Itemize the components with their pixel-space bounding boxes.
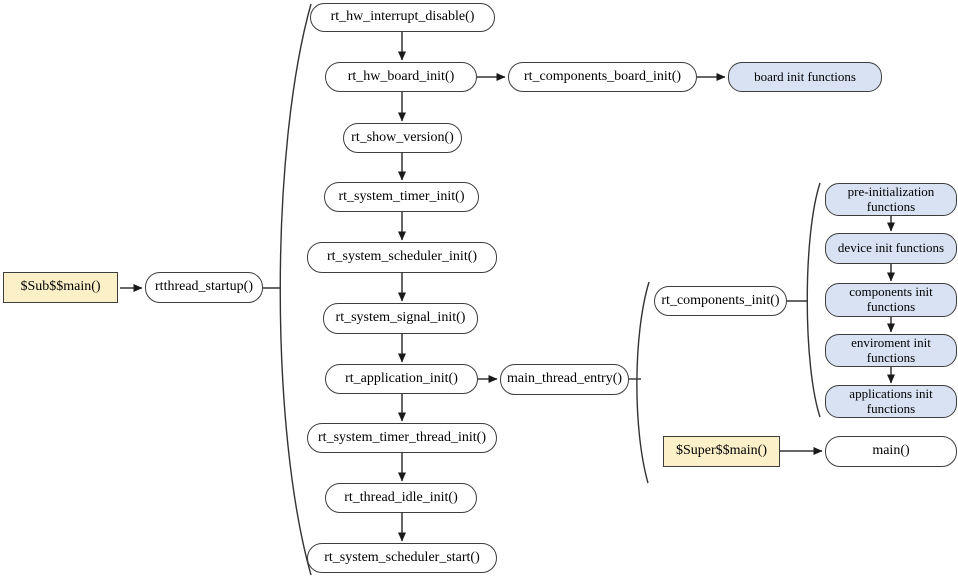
node-sub-main: $Sub$$main() xyxy=(3,272,118,303)
node-rt-system-scheduler-start: rt_system_scheduler_start() xyxy=(307,543,497,573)
node-rt-show-version: rt_show_version() xyxy=(343,123,462,153)
node-super-main: $Super$$main() xyxy=(663,436,780,467)
node-pre-initialization-functions: pre-initialization functions xyxy=(825,183,957,216)
brace-init-group xyxy=(806,182,821,418)
node-rt-system-signal-init: rt_system_signal_init() xyxy=(323,303,478,334)
node-main: main() xyxy=(825,436,957,467)
node-rt-thread-idle-init: rt_thread_idle_init() xyxy=(325,483,477,513)
node-board-init-functions: board init functions xyxy=(728,62,882,92)
node-rt-hw-interrupt-disable: rt_hw_interrupt_disable() xyxy=(310,3,495,32)
node-applications-init-functions: applications init functions xyxy=(825,385,957,418)
brace-startup-chain xyxy=(279,3,312,576)
node-rt-hw-board-init: rt_hw_board_init() xyxy=(325,62,477,92)
node-main-thread-entry: main_thread_entry() xyxy=(500,364,629,395)
node-rtthread-startup: rtthread_startup() xyxy=(145,272,263,303)
node-rt-system-timer-init: rt_system_timer_init() xyxy=(324,182,479,212)
node-rt-system-scheduler-init: rt_system_scheduler_init() xyxy=(307,242,497,273)
node-device-init-functions: device init functions xyxy=(825,233,957,264)
brace-main-thread-group xyxy=(636,281,650,484)
node-enviroment-init-functions: enviroment init functions xyxy=(825,334,957,367)
node-rt-components-board-init: rt_components_board_init() xyxy=(508,62,697,92)
node-rt-components-init: rt_components_init() xyxy=(654,286,787,316)
node-rt-application-init: rt_application_init() xyxy=(325,364,478,394)
node-components-init-functions: components init functions xyxy=(825,283,957,317)
node-rt-system-timer-thread-init: rt_system_timer_thread_init() xyxy=(307,423,497,453)
